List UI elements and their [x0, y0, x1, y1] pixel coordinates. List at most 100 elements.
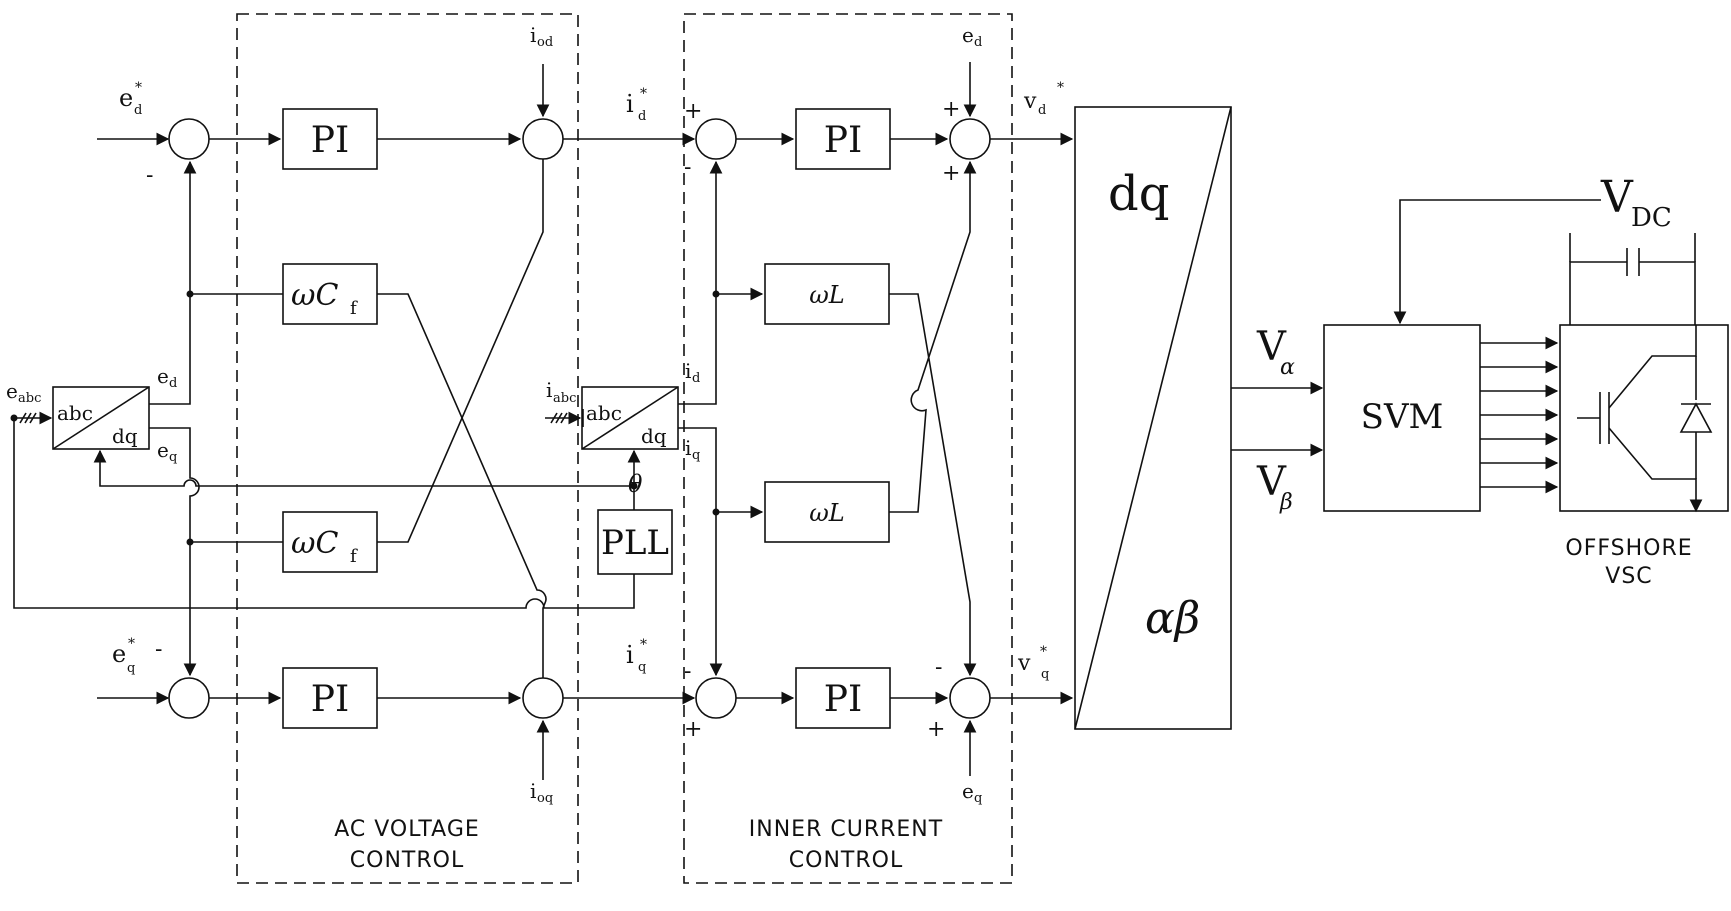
ioq-i: i — [530, 779, 536, 803]
eq-ff-sub: q — [974, 791, 982, 806]
wcf-top-label: ωC — [291, 278, 338, 313]
diode-symbol — [1679, 356, 1713, 479]
sum-iq — [695, 677, 737, 719]
iq-feedback-sub: q — [692, 448, 700, 463]
eq-feedback-sub: q — [169, 450, 177, 465]
wcf-bottom-to-sum-d-wire — [377, 159, 544, 543]
ac-voltage-caption-2: CONTROL — [350, 848, 464, 873]
id-feedback-wire — [678, 160, 723, 405]
ed-feedback-sub: d — [169, 376, 177, 391]
ed-ff-e: e — [962, 23, 974, 47]
sum-eq — [168, 677, 210, 719]
abc-voltage-label: abc — [57, 401, 93, 425]
dq-voltage-label: dq — [112, 424, 138, 448]
iq-ref-sub: q — [638, 660, 646, 675]
theta-bus-wire — [93, 449, 634, 487]
pi-current-d-label: PI — [824, 120, 862, 161]
svm-block — [1323, 324, 1481, 512]
id-ref-star: * — [640, 86, 647, 102]
wl-top-label: ωL — [809, 281, 845, 309]
dq-current-label: dq — [641, 424, 667, 448]
transform-dq-label: dq — [1108, 166, 1169, 222]
iq-feedback-wire — [678, 427, 723, 677]
sum-id — [695, 118, 737, 160]
vbeta-sub: β — [1279, 490, 1293, 515]
id-ref-sub: d — [638, 109, 646, 124]
sum-id-plus: + — [684, 99, 702, 124]
sum-iod — [522, 118, 564, 160]
eabc-e: e — [6, 379, 18, 403]
ed-ref-sub: d — [134, 103, 142, 118]
id-feedback-sub: d — [692, 371, 700, 386]
sum-eq-minus: - — [155, 637, 162, 662]
id-feedback-i: i — [685, 359, 691, 383]
pll-label: PLL — [601, 523, 669, 563]
sum-vd-plus-top: + — [942, 97, 960, 122]
ed-ref-e: e — [119, 84, 133, 112]
ed-ff-sub: d — [974, 35, 982, 50]
eabc-sub: abc — [18, 391, 41, 406]
inner-current-caption-1: INNER CURRENT — [749, 817, 943, 842]
vd-ref-v: v — [1023, 89, 1037, 114]
wcf-bottom-label: ωC — [291, 526, 338, 561]
wl-top-to-sum-vq-wire — [889, 293, 977, 677]
pi-current-d-block — [795, 108, 891, 170]
abc-current-label: abc — [586, 401, 622, 425]
wl-bottom-block — [764, 481, 890, 543]
theta-label: θ — [628, 470, 643, 498]
wcf-top-to-sum-q-wire — [377, 293, 547, 678]
iabc-i: i — [546, 378, 552, 402]
vdc-v: V — [1600, 172, 1634, 223]
eabc-three-phase-marks — [19, 412, 37, 424]
sum-ed — [168, 118, 210, 160]
sum-iq-plus: + — [684, 717, 702, 742]
vd-ref-star: * — [1057, 80, 1064, 96]
offshore-caption-1: OFFSHORE — [1565, 536, 1692, 561]
vbeta-v: V — [1256, 459, 1287, 505]
vq-ref-star: * — [1040, 644, 1047, 660]
vq-ref-v: v — [1017, 651, 1031, 676]
pi-voltage-q-label: PI — [311, 679, 349, 720]
valpha-sub: α — [1280, 355, 1295, 380]
vdc-sub: DC — [1631, 203, 1672, 233]
inner-current-control-region — [683, 13, 1013, 884]
wcf-top-sub: f — [350, 298, 358, 319]
iabc-sub: abc — [553, 391, 576, 406]
pi-current-q-label: PI — [824, 679, 862, 720]
wl-bottom-to-sum-vd-wire — [889, 160, 977, 513]
pi-voltage-d-block — [282, 108, 378, 170]
vd-ref-sub: d — [1038, 103, 1046, 118]
ed-feedback-wire — [149, 160, 197, 405]
wl-bottom-label: ωL — [809, 499, 845, 527]
sum-ed-minus: - — [146, 163, 153, 188]
eq-ff-e: e — [962, 779, 974, 803]
eq-feedback-e: e — [157, 438, 169, 462]
iq-ref-star: * — [640, 637, 647, 653]
ed-ref-star: * — [135, 80, 142, 96]
dc-link-capacitor — [1569, 233, 1696, 325]
ed-feedback-e: e — [157, 364, 169, 388]
iod-sub: od — [537, 35, 553, 50]
vq-ref-sub: q — [1041, 667, 1049, 682]
pi-current-q-block — [795, 667, 891, 729]
abc-dq-current-diagonal — [581, 386, 679, 450]
ioq-sub: oq — [537, 791, 553, 806]
vdc-feedback-wire — [1393, 199, 1601, 325]
eq-ref-e: e — [112, 640, 126, 668]
sum-vq-minus: - — [935, 655, 942, 680]
gate-signal-wires — [1480, 336, 1559, 494]
pll-input-wire — [13, 418, 635, 609]
sum-vq-plus: + — [927, 717, 945, 742]
wl-top-block — [764, 263, 890, 325]
id-ref-i: i — [626, 90, 634, 118]
abc-dq-voltage-diagonal — [52, 386, 150, 450]
igbt-symbol — [1577, 325, 1703, 513]
sum-ioq — [522, 677, 564, 719]
eq-ref-star: * — [128, 636, 135, 652]
pi-voltage-q-block — [282, 667, 378, 729]
sum-vd-plus-bottom: + — [942, 161, 960, 186]
ac-voltage-control-region — [236, 13, 579, 884]
iod-i: i — [530, 23, 536, 47]
valpha-v: V — [1256, 324, 1287, 370]
